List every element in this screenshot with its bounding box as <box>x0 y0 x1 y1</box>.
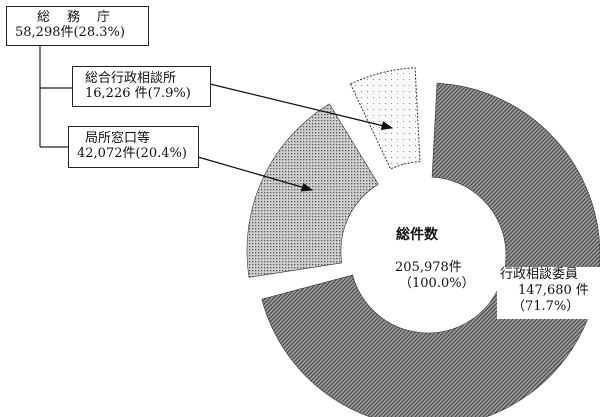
slice-label-box-general-office: 総合行政相談所 16,226 件(7.9%) <box>72 66 211 107</box>
slice-percent-consultation-committee: （71.7%） <box>512 299 580 314</box>
label-backing <box>497 267 600 319</box>
slice-count-general-office: 16,226 件(7.9%) <box>85 86 191 101</box>
slice-count-local-counters: 42,072件(20.4%) <box>77 146 187 161</box>
total-percent: （100.0%） <box>399 276 475 291</box>
slice-count-consultation-committee: 147,680 件 <box>518 283 589 298</box>
arrow-general-office <box>209 83 394 130</box>
slice-general-office <box>349 67 421 170</box>
slice-name-general-office: 総合行政相談所 <box>85 71 177 86</box>
group-name: 総 務 庁 <box>37 10 113 25</box>
slice-local-counters <box>246 103 379 278</box>
total-count: 205,978件 <box>395 260 462 275</box>
slice-name-consultation-committee: 行政相談委員 <box>500 267 579 282</box>
slice-label-box-local-counters: 局所窓口等 42,072件(20.4%) <box>68 126 199 168</box>
group-count: 58,298件(28.3%) <box>15 25 125 40</box>
total-title: 総件数 <box>396 227 438 243</box>
group-label-box: 総 務 庁 58,298件(28.3%) <box>6 6 149 46</box>
slice-name-local-counters: 局所窓口等 <box>85 131 151 146</box>
arrow-local-counters <box>197 156 314 192</box>
